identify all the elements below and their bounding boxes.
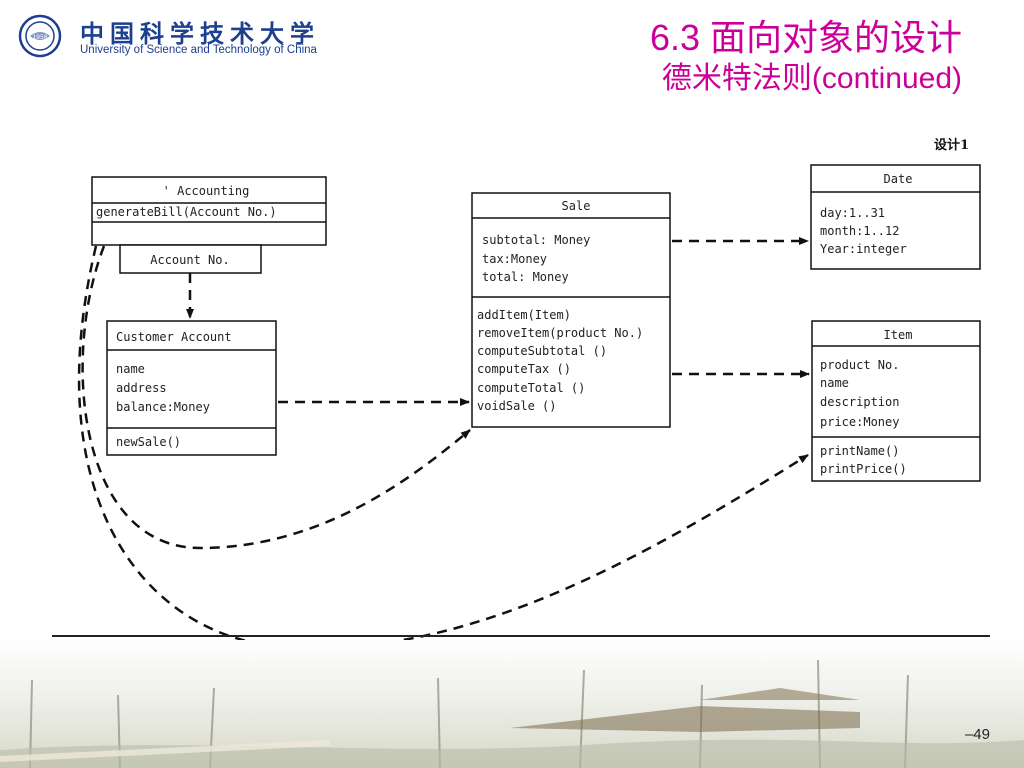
slide-title-main: 6.3 面向对象的设计	[649, 17, 962, 58]
sale-operation: voidSale ()	[477, 399, 556, 413]
logo-english-name: University of Science and Technology of …	[80, 44, 317, 56]
customer-account-attribute: name	[116, 362, 145, 376]
page-number: –49	[964, 726, 990, 743]
date-class-name: Date	[884, 172, 913, 186]
item-attribute: name	[820, 376, 849, 390]
sale-attribute: subtotal: Money	[482, 233, 590, 247]
sale-operation: addItem(Item)	[477, 308, 571, 322]
customer-account-class-name: Customer Account	[116, 330, 232, 344]
item-attribute: product No.	[820, 358, 899, 372]
sale-operation: computeSubtotal ()	[477, 344, 607, 358]
item-class: Item product No. name description price:…	[811, 320, 981, 482]
design-label: 设计1	[934, 138, 970, 153]
date-attribute: day:1..31	[820, 206, 885, 220]
customer-account-attribute: address	[116, 381, 167, 395]
item-attribute: price:Money	[820, 415, 899, 429]
footer-scenery-image	[0, 640, 1024, 768]
sale-class: Sale subtotal: Money tax:Money total: Mo…	[471, 192, 671, 428]
customer-account-operation: newSale()	[116, 435, 181, 449]
date-attribute: month:1..12	[820, 224, 899, 238]
qualifier-label: Account No.	[150, 253, 229, 267]
accounting-class-name: ' Accounting	[163, 184, 250, 198]
item-attribute: description	[820, 395, 899, 409]
item-operation: printName()	[820, 444, 899, 458]
university-logo: 1958 中国科学技术大学 University of Science and …	[18, 12, 318, 64]
sale-attribute: total: Money	[482, 270, 569, 284]
logo-chinese-name: 中国科学技术大学	[80, 19, 320, 48]
item-class-name: Item	[884, 328, 913, 342]
customer-account-class: Customer Account name address balance:Mo…	[106, 320, 277, 456]
accounting-operation: generateBill(Account No.)	[96, 205, 277, 219]
date-attribute: Year:integer	[820, 242, 907, 256]
seal-year: 1958	[32, 34, 47, 41]
accounting-class: ' Accounting generateBill(Account No.)	[91, 176, 327, 246]
sale-operation: computeTax ()	[477, 362, 571, 376]
sale-operation: removeItem(product No.)	[477, 326, 643, 340]
sale-operation: computeTotal ()	[477, 381, 585, 395]
slide-title-sub: 德米特法则(continued)	[661, 62, 962, 95]
sale-attribute: tax:Money	[482, 252, 547, 266]
customer-account-attribute: balance:Money	[116, 400, 210, 414]
sale-class-name: Sale	[562, 199, 591, 213]
date-class: Date day:1..31 month:1..12 Year:integer	[810, 164, 981, 270]
item-operation: printPrice()	[820, 462, 907, 476]
slide-title: 6.3 面向对象的设计 德米特法则(continued)	[650, 16, 962, 98]
university-seal-icon: 1958	[18, 14, 62, 58]
account-no-qualifier: Account No.	[119, 244, 262, 274]
